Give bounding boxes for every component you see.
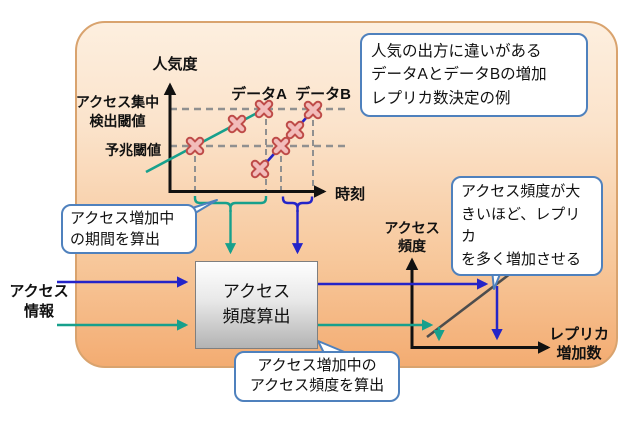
- popularity-chart-axes: [163, 82, 327, 198]
- upper-threshold-label: アクセス集中 検出閾値: [75, 94, 160, 129]
- title-note: 人気の出方に違いがある データAとデータBの増加 レプリカ数決定の例: [360, 33, 588, 117]
- lower-threshold-label: 予兆閾値: [105, 142, 161, 158]
- period-brace-b: [281, 196, 314, 255]
- replica-x-axis-label: レプリカ 増加数: [548, 326, 609, 362]
- series-a-markers: [190, 104, 269, 151]
- popularity-y-axis-label: 人気度: [152, 56, 198, 73]
- replica-chart-axes: [405, 257, 551, 354]
- callout-period: アクセス増加中 の期間を算出: [61, 204, 197, 254]
- access-info-label: アクセス 情報: [9, 283, 69, 321]
- replica-y-axis-label: アクセス 頻度: [384, 220, 440, 255]
- output-arrows-teal: [316, 319, 445, 342]
- callout-frequency: アクセス増加中の アクセス頻度を算出: [234, 351, 400, 402]
- output-arrows-blue: [316, 278, 503, 341]
- mapping-diagonal-line: [426, 262, 524, 339]
- frequency-calc-box: アクセス 頻度算出: [195, 261, 318, 349]
- popularity-x-axis-label: 時刻: [335, 186, 366, 203]
- series-b-label: データB: [295, 86, 351, 103]
- series-a-label: データA: [231, 86, 287, 103]
- callout-replica: アクセス頻度が大 きいほど、レプリカ を多く増加させる: [451, 176, 603, 276]
- series-a-line: [145, 103, 273, 174]
